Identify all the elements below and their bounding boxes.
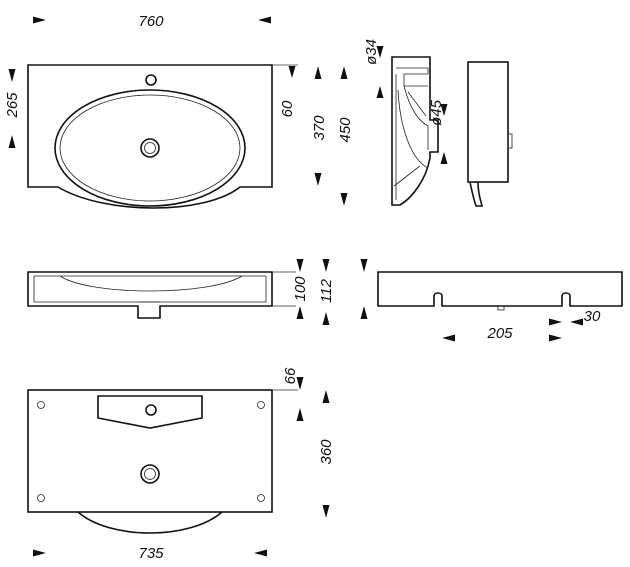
bottom-view-fixing-hole <box>257 494 265 502</box>
back-view <box>377 271 623 311</box>
bottom-view-fixing-hole <box>37 401 45 409</box>
dim-370: 370 <box>311 115 328 141</box>
top-view <box>27 64 273 209</box>
dim-112: 112 <box>318 278 335 303</box>
side-section-dimensions: ø34 ø45 <box>363 39 448 164</box>
top-view-bowl-outer <box>54 89 246 207</box>
top-view-tap-hole <box>145 74 157 86</box>
side-elevation-body <box>467 61 509 183</box>
bottom-view-tap-hole <box>145 404 157 416</box>
front-view <box>27 271 273 319</box>
dim-450: 450 <box>337 117 354 143</box>
dim-100: 100 <box>292 276 309 302</box>
dim-dia-34: ø34 <box>363 39 380 65</box>
bottom-view-drain-outer <box>140 464 160 484</box>
top-view-drain-inner <box>144 142 156 154</box>
dim-265: 265 <box>4 92 21 119</box>
back-view-dimensions: 205 30 <box>360 259 601 342</box>
front-view-outline <box>27 271 273 319</box>
dim-735: 735 <box>138 545 164 562</box>
side-elevation-view <box>467 61 513 207</box>
dim-360: 360 <box>318 439 335 465</box>
dim-760: 760 <box>138 13 164 30</box>
back-view-outline <box>377 271 623 307</box>
bottom-view-dimensions: 66 360 735 <box>33 367 335 562</box>
front-view-dimensions: 100 112 <box>272 259 335 325</box>
bottom-view <box>27 389 273 534</box>
top-view-dimensions: 760 265 60 370 450 <box>4 13 354 206</box>
dim-205: 205 <box>486 325 513 342</box>
dim-66: 66 <box>282 367 299 384</box>
dim-dia-45: ø45 <box>428 99 445 126</box>
bottom-view-bowl-arc <box>77 511 223 534</box>
bottom-view-fixing-hole <box>37 494 45 502</box>
top-view-bowl-inner <box>59 94 241 202</box>
bottom-view-outline <box>27 389 273 513</box>
dim-30: 30 <box>584 308 601 325</box>
bottom-view-fixing-hole <box>257 401 265 409</box>
side-section-outline <box>391 56 439 206</box>
bottom-view-tap-plate <box>97 395 203 429</box>
top-view-drain-outer <box>140 138 160 158</box>
side-section-view <box>391 56 439 206</box>
top-view-outline <box>27 64 273 209</box>
bottom-view-drain-inner <box>144 468 156 480</box>
dim-60: 60 <box>279 100 296 117</box>
